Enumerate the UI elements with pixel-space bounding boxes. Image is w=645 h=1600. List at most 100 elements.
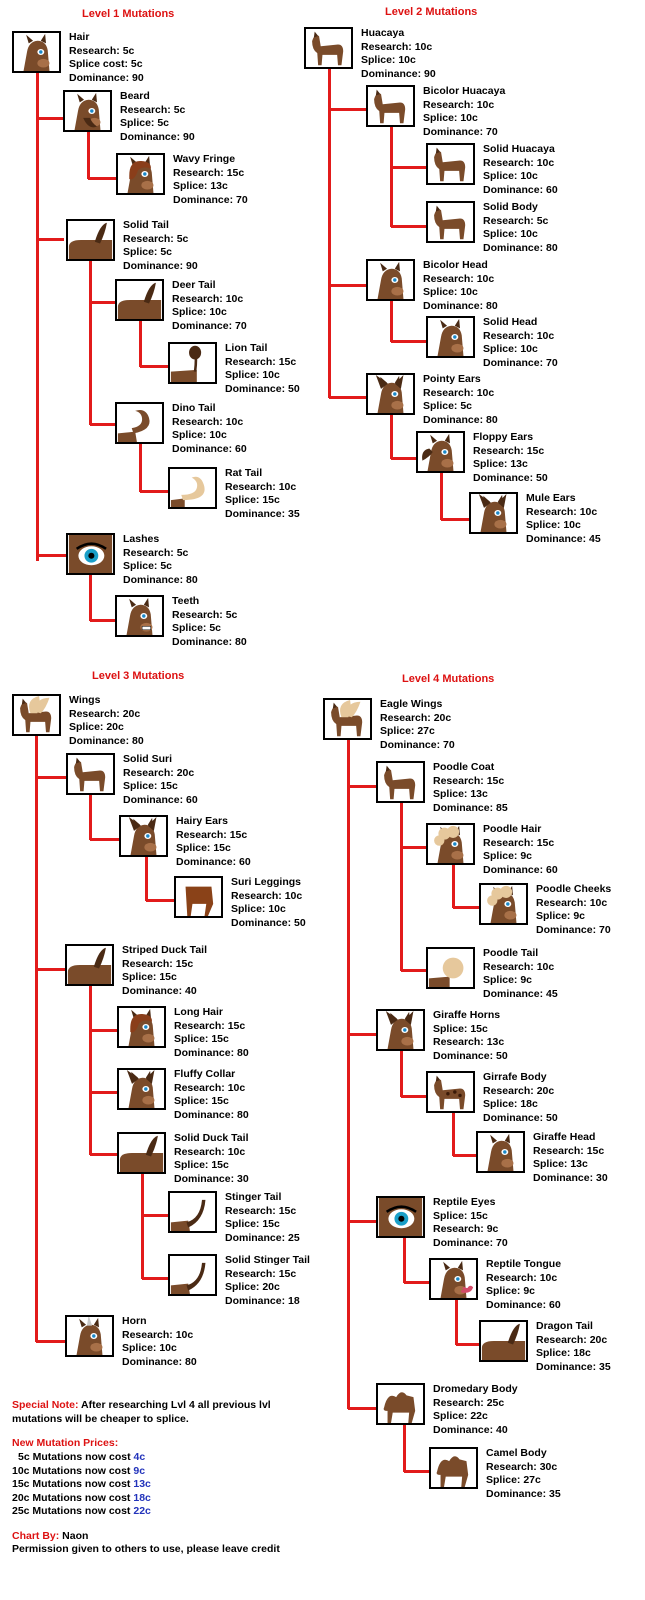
price-row: 10c Mutations now cost 9c [12,1464,146,1477]
connector-line [453,906,480,909]
mutation-stat: Dominance: 70 [423,125,498,138]
mutation-stat: Research: 10c [483,156,555,169]
mutation-stat: Research: 15c [473,444,545,457]
connector-line [90,301,116,304]
mutation-name: Bicolor Head [423,259,488,271]
mutation-stat: Research: 5c [69,44,135,57]
connector-line [390,301,393,342]
mutation-stat: Dominance: 80 [483,241,558,254]
mutation-stat: Dominance: 70 [483,356,558,369]
mutation-name: Lashes [123,533,160,545]
mutation-stat: Splice: 22c [433,1410,488,1423]
mutation-stat: Dominance: 60 [486,1298,561,1311]
mutation-stat: Research: 20c [536,1333,608,1346]
connector-line [391,225,427,228]
bicolor-head-icon [366,259,415,301]
giraffe-head-icon [476,1131,525,1173]
mutation-stat: Dominance: 90 [361,67,436,80]
mutation-stat: Dominance: 18 [225,1294,300,1307]
mutation-stat: Research: 5c [123,232,189,245]
mutation-stat: Splice: 13c [173,180,228,193]
connector-line [456,1343,480,1346]
mutation-stat: Splice: 27c [486,1474,541,1487]
connector-line [89,795,92,840]
bicolor-huacaya-icon [366,85,415,127]
deer-tail-icon [115,279,164,321]
mutation-stat: Research: 10c [172,292,244,305]
stinger-tail-icon [168,1191,217,1233]
mutation-stat: Research: 15c [122,957,194,970]
mutation-stat: Splice: 10c [361,54,416,67]
connector-line [142,1214,169,1217]
mutation-name: Wavy Fringe [173,153,236,165]
chart-by-label: Chart By: [12,1530,60,1542]
mutation-name: Horn [122,1315,147,1327]
mutation-stat: Research: 20c [380,711,452,724]
reptile-eyes-icon [376,1196,425,1238]
mutation-stat: Dominance: 60 [483,183,558,196]
mule-ears-icon [469,492,518,534]
connector-line [36,73,39,561]
mutation-stat: Research: 5c [123,546,189,559]
connector-line [146,899,175,902]
mutation-stat: Research: 10c [536,896,608,909]
mutation-name: Dragon Tail [536,1320,593,1332]
mutation-stat: Dominance: 80 [69,734,144,747]
dragon-tail-icon [479,1320,528,1362]
mutation-stat: Splice: 13c [533,1158,588,1171]
mutation-name: Huacaya [361,27,405,39]
connector-line [140,490,169,493]
huacaya-icon [304,27,353,69]
mutation-name: Hair [69,31,90,43]
mutation-stat: Research: 30c [486,1460,558,1473]
mutation-stat: Splice: 27c [380,725,435,738]
mutation-stat: Splice: 10c [172,306,227,319]
mutation-stat: Research: 13c [433,1036,505,1049]
reptile-tongue-icon [429,1258,478,1300]
hair-icon [12,31,61,73]
mutation-name: Pointy Ears [423,373,481,385]
mutation-name: Beard [120,90,150,102]
connector-line [347,740,350,1409]
connector-line [145,857,148,901]
giraffe-horns-icon [376,1009,425,1051]
mutation-stat: Splice: 18c [483,1098,538,1111]
mutation-stat: Dominance: 80 [174,1046,249,1059]
mutation-stat: Research: 15c [225,355,297,368]
mutation-stat: Research: 20c [123,766,195,779]
mutation-stat: Dominance: 70 [172,319,247,332]
connector-line [390,127,393,227]
connector-line [37,238,64,241]
striped-duck-tail-icon [65,944,114,986]
mutation-stat: Splice: 15c [174,1095,229,1108]
mutation-stat: Splice: 10c [483,228,538,241]
wavy-fringe-icon [116,153,165,195]
lashes-icon [66,533,115,575]
mutation-stat: Splice cost: 5c [69,58,143,71]
mutation-name: Poodle Hair [483,823,542,835]
connector-line [36,776,67,779]
mutation-name: Reptile Eyes [433,1196,496,1208]
mutation-stat: Dominance: 45 [526,532,601,545]
connector-line [88,177,117,180]
chart-by-name: Naon [59,1530,89,1542]
mutation-stat: Dominance: 50 [473,471,548,484]
mutation-stat: Dominance: 30 [533,1171,608,1184]
mutation-stat: Splice: 15c [433,1209,488,1222]
connector-line [348,1407,377,1410]
